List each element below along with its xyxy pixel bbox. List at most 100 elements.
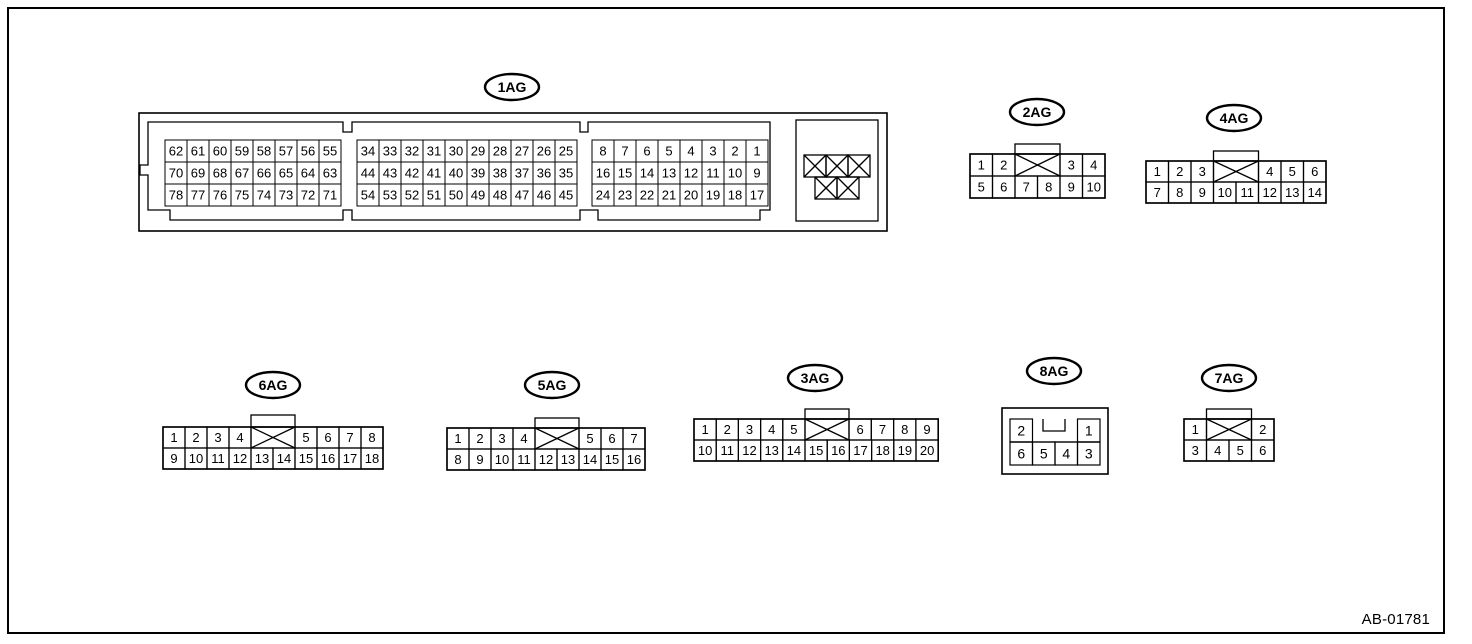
label-5AG: 5AG	[538, 377, 567, 393]
pin-number: 3	[746, 422, 753, 437]
label-oval-1AG	[483, 72, 541, 102]
label-1AG: 1AG	[498, 79, 527, 95]
pin-number: 2	[1017, 423, 1025, 439]
pin-number: 11	[211, 451, 225, 466]
c7AG-latch-tab	[1205, 408, 1253, 420]
pin-number: 4	[687, 144, 694, 159]
pin-number: 6	[1000, 180, 1007, 195]
c7AG-latch-cross-diag	[1206, 418, 1252, 441]
label-3AG: 3AG	[801, 370, 830, 386]
pin-number: 2	[1000, 158, 1007, 173]
pin-number: 44	[361, 166, 375, 181]
label-6AG: 6AG	[259, 377, 288, 393]
pin-number: 68	[213, 166, 227, 181]
pin-number: 67	[235, 166, 249, 181]
pin-number: 18	[365, 451, 379, 466]
pin-number: 8	[454, 452, 461, 467]
pin-number: 6	[1259, 443, 1266, 458]
label-oval-7AG	[1200, 363, 1258, 393]
pin-number: 2	[1176, 164, 1183, 179]
pin-number: 78	[169, 188, 183, 203]
connector-1AG-body	[138, 112, 888, 232]
pin-number: 13	[662, 166, 676, 181]
pin-number: 72	[301, 188, 315, 203]
pin-number: 9	[170, 451, 177, 466]
figure-code: AB-01781	[1361, 611, 1430, 628]
pin-number: 59	[235, 144, 249, 159]
pin-number: 40	[449, 166, 463, 181]
pin-number: 48	[493, 188, 507, 203]
pin-number: 19	[898, 443, 912, 458]
diagram-frame	[7, 7, 1445, 634]
label-oval-2AG	[1008, 97, 1066, 127]
pin-number: 11	[721, 443, 735, 458]
c6AG-outline	[162, 426, 384, 470]
pin-number: 41	[427, 166, 441, 181]
c2AG-latch-tab	[1014, 143, 1061, 155]
connector-8AG-notch	[1042, 419, 1066, 432]
pin-number: 6	[643, 144, 650, 159]
pin-number: 35	[559, 166, 573, 181]
pin-number: 22	[640, 188, 654, 203]
pin-number: 5	[1237, 443, 1244, 458]
pin-number: 24	[596, 188, 610, 203]
pin-number: 5	[1040, 446, 1048, 462]
pin-number: 23	[618, 188, 632, 203]
lock-cross-diag	[836, 176, 860, 200]
pin-number: 6	[1311, 164, 1318, 179]
pin-number: 17	[750, 188, 764, 203]
pin-number: 9	[1199, 185, 1206, 200]
pin-number: 19	[706, 188, 720, 203]
pin-number: 13	[764, 443, 778, 458]
pin-number: 71	[323, 188, 337, 203]
pin-number: 14	[787, 443, 801, 458]
pin-number: 8	[368, 430, 375, 445]
lock-cross-diag	[825, 154, 849, 178]
pin-number: 16	[321, 451, 335, 466]
c6AG-latch-cross-diag	[250, 426, 296, 449]
pin-number: 50	[449, 188, 463, 203]
lock-cross-diag	[847, 154, 871, 178]
pin-number: 28	[493, 144, 507, 159]
label-oval-6AG	[244, 370, 302, 400]
pin-number: 70	[169, 166, 183, 181]
pin-number: 18	[875, 443, 889, 458]
c7AG-outline	[1183, 418, 1275, 462]
c3AG-outline	[693, 418, 939, 462]
pin-number: 11	[1241, 185, 1255, 200]
connector-labels: 1AG 2AG 4AG 6AG 5AG 3AG 8AG 7AG	[259, 79, 1249, 393]
pin-number: 10	[1087, 180, 1101, 195]
pin-number: 12	[684, 166, 698, 181]
pin-number: 15	[605, 452, 619, 467]
pin-number: 12	[233, 451, 247, 466]
pin-number: 4	[520, 431, 527, 446]
connector-8AG-body	[1001, 407, 1109, 475]
label-2AG: 2AG	[1023, 104, 1052, 120]
pin-number: 3	[214, 430, 221, 445]
pin-number: 62	[169, 144, 183, 159]
pin-number: 17	[343, 451, 357, 466]
lock-cross-diag	[814, 176, 838, 200]
pin-number: 58	[257, 144, 271, 159]
pin-number: 5	[1289, 164, 1296, 179]
pin-number: 10	[495, 452, 509, 467]
c3AG-latch-cross-diag	[804, 418, 850, 441]
pin-number: 29	[471, 144, 485, 159]
pin-number: 4	[1266, 164, 1273, 179]
c6AG-latch-tab	[250, 414, 296, 428]
label-oval-8AG	[1025, 356, 1083, 386]
pin-number: 9	[753, 166, 760, 181]
pin-number: 3	[498, 431, 505, 446]
pin-number: 54	[361, 188, 375, 203]
pin-number: 1	[753, 144, 760, 159]
pin-number: 53	[383, 188, 397, 203]
pin-number: 14	[1308, 185, 1322, 200]
pin-number: 11	[517, 452, 531, 467]
lock-cross-diag	[803, 154, 827, 178]
pin-number: 7	[346, 430, 353, 445]
pin-number: 7	[1154, 185, 1161, 200]
c3AG-latch-tab	[804, 408, 850, 420]
pin-number: 1	[701, 422, 708, 437]
pin-number: 55	[323, 144, 337, 159]
